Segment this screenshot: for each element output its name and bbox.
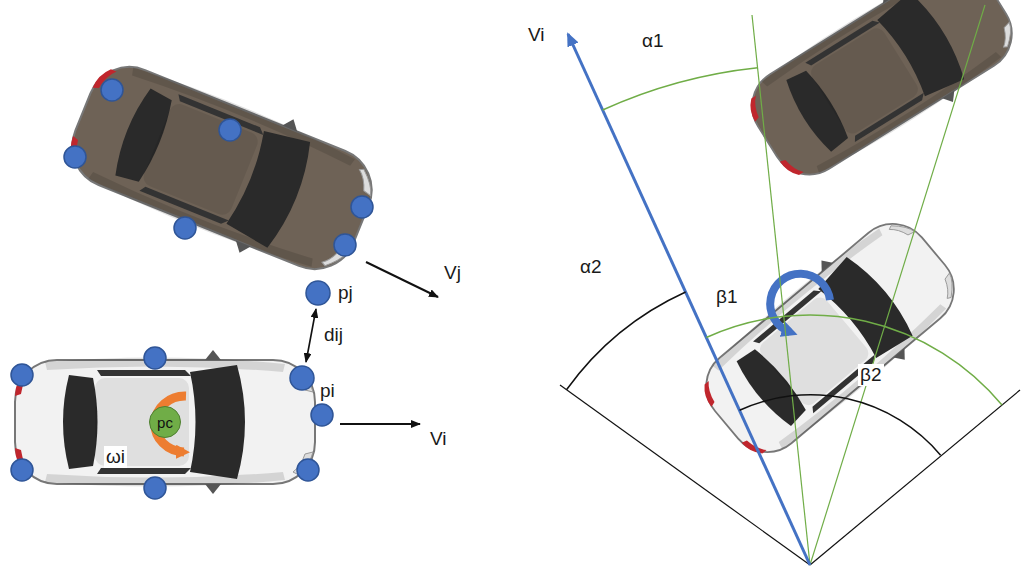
cone-edge (810, 5, 985, 565)
velocity-arrow (340, 423, 420, 425)
distance-arrow (306, 309, 316, 362)
variable-label: ωi (104, 446, 127, 468)
variable-label: Vi (526, 24, 547, 46)
car-j (56, 45, 388, 291)
variable-label: α1 (640, 30, 666, 52)
variable-label: pi (318, 380, 337, 402)
variable-label: Vj (442, 262, 463, 284)
variable-label: pj (336, 282, 355, 304)
point-label: pc (157, 414, 173, 431)
variable-label: dij (322, 324, 345, 346)
angle-arc (706, 315, 1002, 405)
velocity-arrow (366, 262, 438, 297)
cone-edge (752, 15, 810, 565)
variable-label: β2 (858, 364, 884, 386)
rotation-arrow (770, 274, 830, 332)
car-j (733, 0, 1031, 196)
cone-edge (560, 385, 810, 565)
rotation-arrow (155, 396, 186, 452)
angle-arc (603, 68, 758, 110)
contact-points (11, 79, 373, 499)
center-point: pc (149, 406, 181, 438)
velocity-arrow (568, 34, 810, 565)
variable-label: Vi (428, 428, 449, 450)
variable-label: β1 (714, 286, 740, 308)
car-i (685, 202, 975, 475)
car-i (15, 350, 315, 494)
angle-arc (567, 292, 686, 390)
cone-edge (810, 390, 1020, 565)
variable-label: α2 (578, 256, 604, 278)
angle-arc (740, 395, 941, 455)
